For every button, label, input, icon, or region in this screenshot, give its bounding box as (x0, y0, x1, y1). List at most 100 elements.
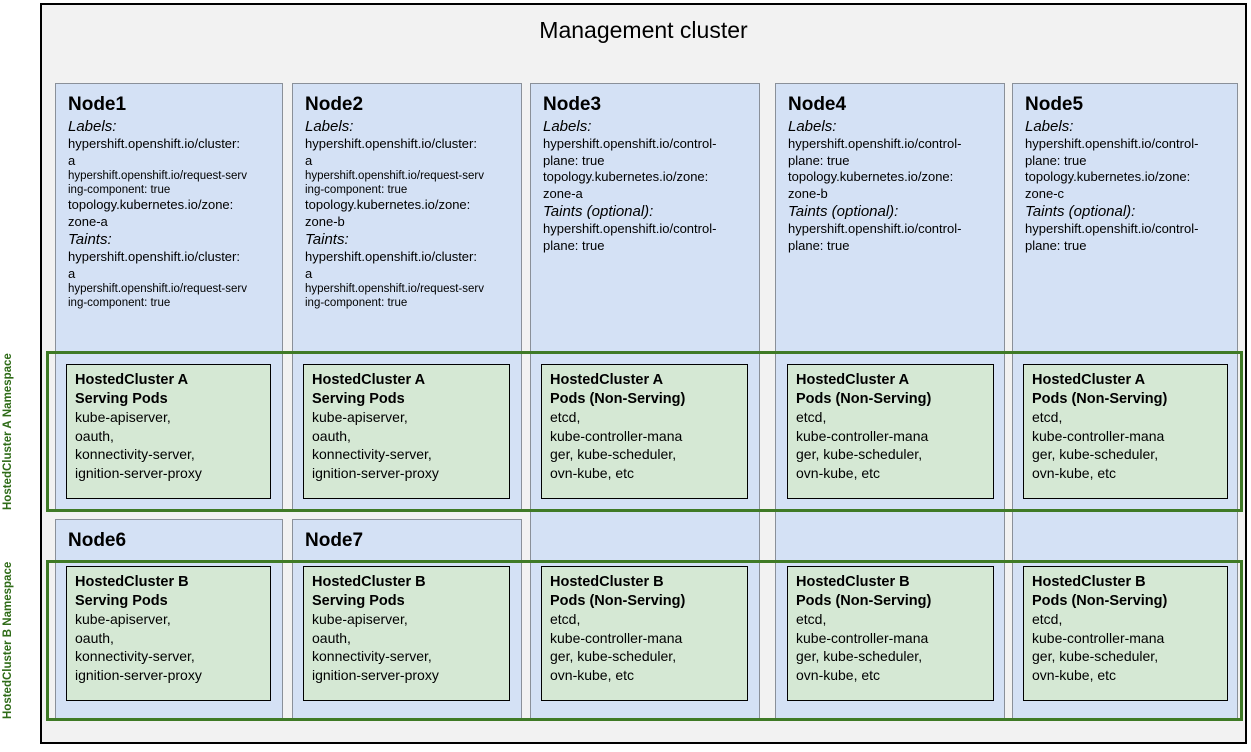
taints-heading: Taints (optional): (1025, 203, 1136, 220)
pod-item: kube-apiserver, (312, 409, 408, 425)
node-details: Labels: hypershift.openshift.io/control-… (788, 117, 993, 254)
pod-item: kube-controller-mana (550, 629, 683, 646)
taint-line: hypershift.openshift.io/control- (1025, 221, 1199, 236)
pod-box-b-nonserving-node5: HostedCluster B Pods (Non-Serving) etcd,… (1023, 566, 1228, 701)
pod-item: kube-controller-mana (1032, 427, 1165, 444)
node-details: Labels: hypershift.openshift.io/cluster:… (305, 117, 510, 310)
label-line: topology.kubernetes.io/zone: (543, 169, 709, 184)
label-line: zone-a (68, 213, 108, 229)
namespace-box-hostedcluster-a (46, 351, 1243, 512)
pod-item: kube-controller-mana (796, 629, 929, 646)
pod-item: ignition-server-proxy (75, 464, 202, 481)
pod-item: ger, kube-scheduler, (796, 648, 923, 664)
pod-item: ovn-kube, etc (550, 464, 635, 481)
pod-title-line1: HostedCluster A (312, 372, 426, 388)
label-line: ing-component: true (68, 184, 171, 196)
label-line: hypershift.openshift.io/request-serv (305, 170, 484, 182)
pod-item: ovn-kube, etc (1032, 666, 1117, 683)
taints-heading: Taints (optional): (543, 203, 654, 220)
label-line: zone-c (1025, 185, 1065, 201)
namespace-box-hostedcluster-b (46, 560, 1243, 721)
node-details: Labels: hypershift.openshift.io/control-… (1025, 117, 1226, 254)
node-details: Labels: hypershift.openshift.io/control-… (543, 117, 748, 254)
pod-item: ger, kube-scheduler, (1032, 648, 1159, 664)
taint-line: hypershift.openshift.io/request-serv (68, 283, 247, 295)
label-line: hypershift.openshift.io/control- (543, 136, 717, 151)
pod-title-line2: Pods (Non-Serving) (550, 592, 686, 609)
taint-line: a (68, 265, 76, 281)
pod-box-b-nonserving-node3: HostedCluster B Pods (Non-Serving) etcd,… (541, 566, 748, 701)
labels-heading: Labels: (305, 118, 354, 135)
pod-title-line2: Serving Pods (75, 592, 168, 609)
pod-box-a-serving-node1: HostedCluster A Serving Pods kube-apiser… (66, 364, 271, 499)
pod-item: kube-apiserver, (312, 611, 408, 627)
node-title: Node2 (305, 94, 364, 115)
node-title: Node3 (543, 94, 602, 115)
pod-title-line1: HostedCluster B (550, 574, 664, 590)
pod-title-line2: Serving Pods (312, 390, 405, 407)
label-line: hypershift.openshift.io/control- (788, 136, 962, 151)
labels-heading: Labels: (543, 118, 592, 135)
pod-item: ignition-server-proxy (312, 464, 439, 481)
pod-item: kube-apiserver, (75, 611, 171, 627)
pod-title-line1: HostedCluster A (1032, 372, 1146, 388)
label-line: topology.kubernetes.io/zone: (788, 169, 954, 184)
pod-title-line2: Serving Pods (75, 390, 168, 407)
pod-title-line2: Pods (Non-Serving) (796, 390, 932, 407)
label-line: topology.kubernetes.io/zone: (1025, 169, 1191, 184)
pod-item: ger, kube-scheduler, (1032, 446, 1159, 462)
taint-line: hypershift.openshift.io/cluster: (305, 249, 477, 264)
pod-item: ovn-kube, etc (550, 666, 635, 683)
taints-heading: Taints: (305, 231, 349, 248)
node-title: Node6 (68, 530, 127, 551)
namespace-label-hostedcluster-a: HostedCluster A Namespace (2, 351, 42, 512)
pod-item: konnectivity-server, (312, 446, 432, 462)
pod-item: ger, kube-scheduler, (550, 446, 677, 462)
pod-title-line2: Pods (Non-Serving) (550, 390, 686, 407)
taint-line: hypershift.openshift.io/request-serv (305, 283, 484, 295)
pod-title-line2: Pods (Non-Serving) (1032, 592, 1168, 609)
pod-item: ovn-kube, etc (796, 666, 881, 683)
namespace-label-line2: Namespace (2, 353, 14, 418)
taint-line: ing-component: true (68, 297, 171, 309)
label-line: zone-a (543, 185, 583, 201)
pod-box-b-nonserving-node4: HostedCluster B Pods (Non-Serving) etcd,… (787, 566, 994, 701)
taint-line: ing-component: true (305, 297, 408, 309)
pod-box-a-serving-node2: HostedCluster A Serving Pods kube-apiser… (303, 364, 510, 499)
label-line: hypershift.openshift.io/request-serv (68, 170, 247, 182)
pod-title-line2: Pods (Non-Serving) (796, 592, 932, 609)
pod-item: kube-controller-mana (550, 427, 683, 444)
pod-item: ignition-server-proxy (75, 666, 202, 683)
taint-line: plane: true (543, 237, 605, 253)
label-line: a (305, 152, 313, 168)
label-line: zone-b (305, 213, 345, 229)
label-line: zone-b (788, 185, 828, 201)
pod-box-b-serving-node7: HostedCluster B Serving Pods kube-apiser… (303, 566, 510, 701)
pod-title-line1: HostedCluster B (796, 574, 910, 590)
pod-title-line2: Pods (Non-Serving) (1032, 390, 1168, 407)
pod-item: kube-controller-mana (1032, 629, 1165, 646)
labels-heading: Labels: (68, 118, 117, 135)
taint-line: plane: true (788, 237, 850, 253)
label-line: hypershift.openshift.io/control- (1025, 136, 1199, 151)
pod-item: ovn-kube, etc (1032, 464, 1117, 481)
pod-item: etcd, (796, 611, 827, 627)
pod-box-b-serving-node6: HostedCluster B Serving Pods kube-apiser… (66, 566, 271, 701)
pod-item: ignition-server-proxy (312, 666, 439, 683)
namespace-label-hostedcluster-b: HostedCluster B Namespace (2, 560, 42, 721)
pod-item: oauth, (312, 629, 351, 646)
label-line: plane: true (788, 152, 850, 168)
label-line: hypershift.openshift.io/cluster: (305, 136, 477, 151)
pod-item: etcd, (1032, 409, 1063, 425)
label-line: hypershift.openshift.io/cluster: (68, 136, 240, 151)
pod-title-line1: HostedCluster B (312, 574, 426, 590)
pod-item: konnectivity-server, (75, 446, 195, 462)
pod-title-line2: Serving Pods (312, 592, 405, 609)
pod-item: ovn-kube, etc (796, 464, 881, 481)
labels-heading: Labels: (1025, 118, 1074, 135)
pod-title-line1: HostedCluster B (1032, 574, 1146, 590)
node-title: Node4 (788, 94, 847, 115)
pod-item: etcd, (796, 409, 827, 425)
taint-line: hypershift.openshift.io/cluster: (68, 249, 240, 264)
pod-item: ger, kube-scheduler, (796, 446, 923, 462)
